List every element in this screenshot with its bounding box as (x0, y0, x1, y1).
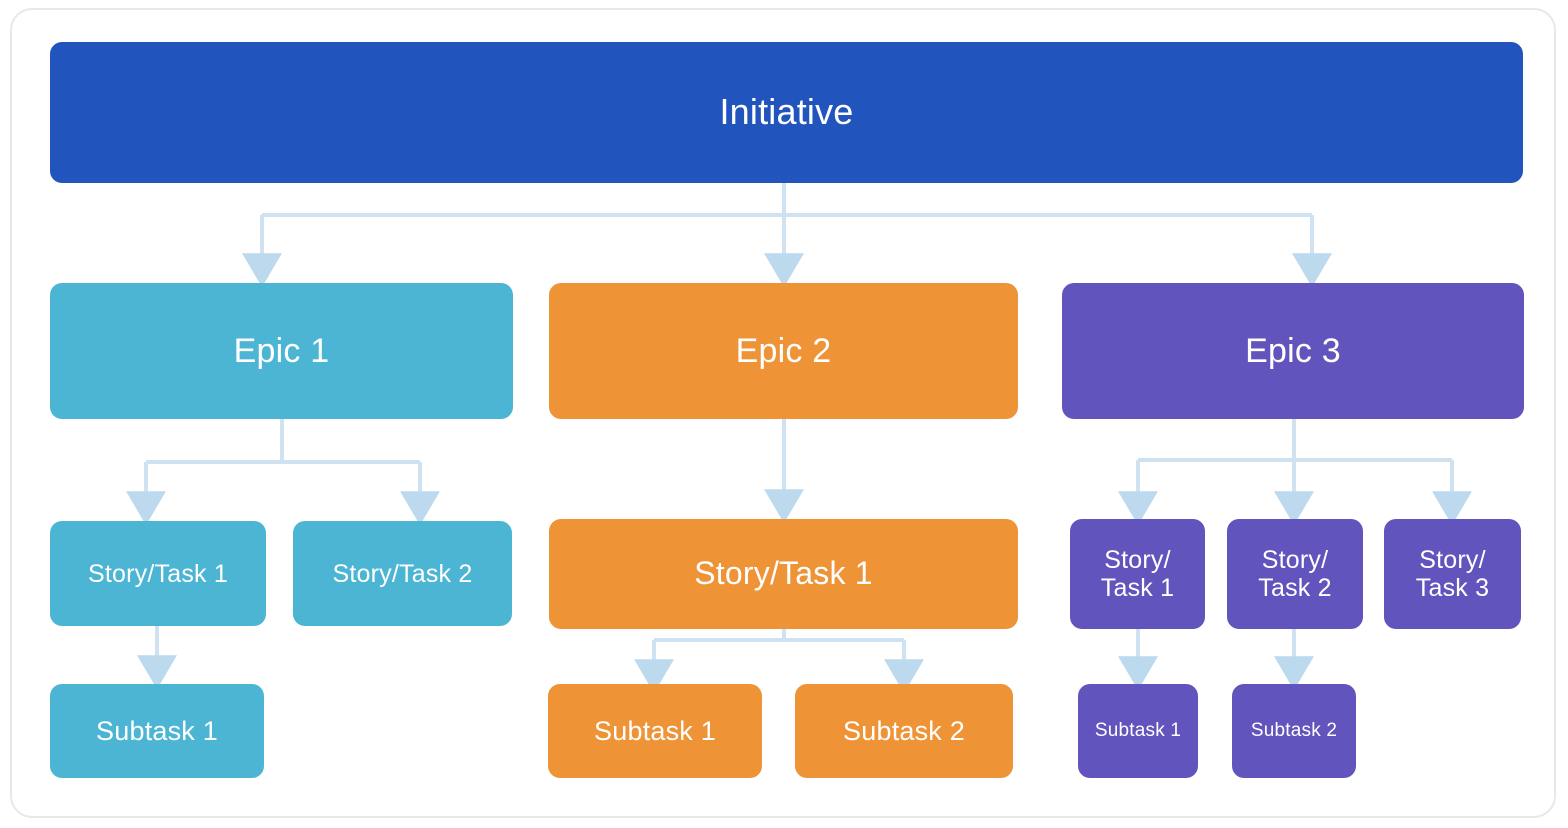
node-subtask-orange-1[interactable]: Subtask 1 (548, 684, 762, 778)
node-epic-3[interactable]: Epic 3 (1062, 283, 1524, 419)
node-epic-1[interactable]: Epic 1 (50, 283, 513, 419)
node-story-task-purple-3[interactable]: Story/ Task 3 (1384, 519, 1521, 629)
node-story-task-teal-2[interactable]: Story/Task 2 (293, 521, 512, 626)
node-subtask-teal-1[interactable]: Subtask 1 (50, 684, 264, 778)
node-story-task-orange-1[interactable]: Story/Task 1 (549, 519, 1018, 629)
node-story-task-purple-1[interactable]: Story/ Task 1 (1070, 519, 1205, 629)
node-subtask-purple-2[interactable]: Subtask 2 (1232, 684, 1356, 778)
node-subtask-orange-2[interactable]: Subtask 2 (795, 684, 1013, 778)
node-story-task-teal-1[interactable]: Story/Task 1 (50, 521, 266, 626)
node-epic-2[interactable]: Epic 2 (549, 283, 1018, 419)
node-story-task-purple-2[interactable]: Story/ Task 2 (1227, 519, 1363, 629)
node-initiative[interactable]: Initiative (50, 42, 1523, 183)
node-subtask-purple-1[interactable]: Subtask 1 (1078, 684, 1198, 778)
